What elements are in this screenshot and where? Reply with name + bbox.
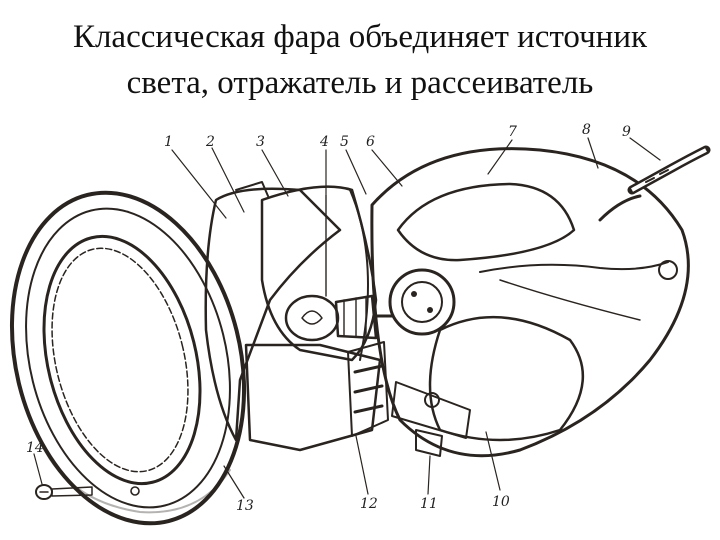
- callout-5: 5: [340, 134, 349, 150]
- callout-9: 9: [622, 124, 631, 140]
- callout-13: 13: [236, 498, 254, 514]
- headlamp-exploded-drawing: 1 2 3 4 5 6 7 8 9 10 11 12 13 14: [9, 122, 711, 526]
- lamp-holder: [374, 268, 456, 336]
- power-wire: [627, 145, 711, 195]
- callout-8: 8: [582, 122, 591, 138]
- headlamp-housing: [370, 147, 690, 458]
- slide-title: Классическая фара объединяет источник св…: [0, 14, 720, 106]
- callout-1: 1: [164, 134, 173, 150]
- callout-7: 7: [508, 124, 517, 140]
- callout-numbers: 1 2 3 4 5 6 7 8 9 10 11 12 13 14: [26, 122, 631, 514]
- callout-11: 11: [420, 496, 438, 512]
- lamp-bulb: [284, 194, 378, 342]
- callout-4: 4: [319, 134, 329, 150]
- reflector: [260, 185, 389, 437]
- callout-3: 3: [256, 134, 265, 150]
- callout-10: 10: [492, 494, 510, 510]
- callout-6: 6: [366, 134, 375, 150]
- leader-lines: [33, 137, 661, 499]
- title-line-1: Классическая фара объединяет источник: [72, 19, 648, 55]
- callout-14: 14: [26, 440, 44, 456]
- callout-12: 12: [360, 496, 378, 512]
- headlamp-rim: [9, 190, 247, 526]
- screw: [35, 484, 93, 500]
- title-line-2: света, отражатель и рассеиватель: [126, 65, 594, 101]
- diffuser-lens: [204, 181, 382, 452]
- callout-2: 2: [205, 134, 215, 150]
